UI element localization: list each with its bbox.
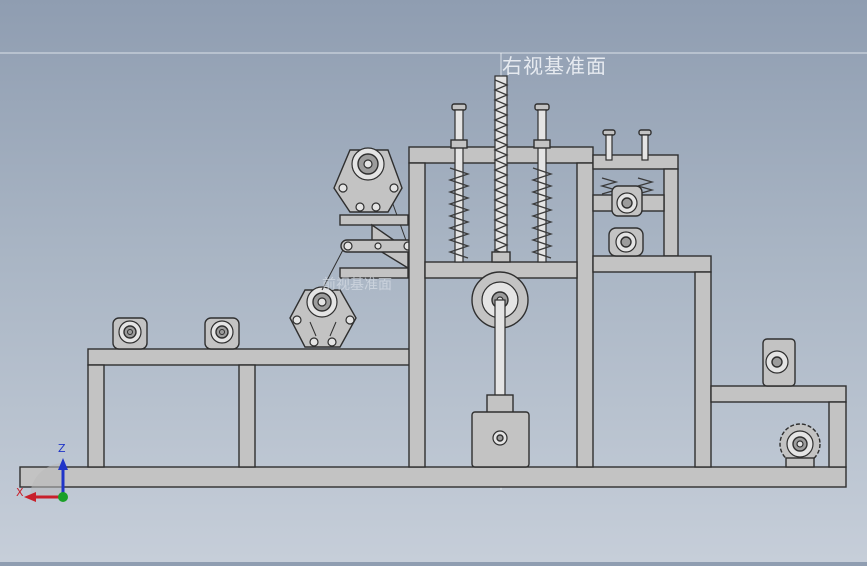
guide-roller-left-2[interactable] [204, 317, 240, 350]
output-frame[interactable] [710, 385, 847, 468]
right-pressing-roller[interactable] [611, 185, 643, 217]
axis-triad[interactable] [24, 458, 68, 502]
right-guide-pins[interactable] [599, 129, 655, 195]
link-arm[interactable] [321, 181, 416, 291]
right-frame[interactable] [592, 154, 712, 468]
guide-post-left[interactable] [447, 103, 471, 263]
output-roller[interactable] [762, 338, 796, 387]
output-gear[interactable] [779, 423, 821, 468]
right-support-roller[interactable] [608, 227, 644, 257]
guide-roller-left-1[interactable] [112, 317, 148, 350]
right-plane-label: 右视基准面 [502, 54, 607, 78]
front-plane-label: 前视基准面 [322, 277, 392, 293]
triad-x-label: X [16, 486, 24, 499]
drive-motor[interactable] [471, 394, 530, 468]
left-frame[interactable] [87, 348, 411, 468]
upper-swing-roller[interactable] [333, 147, 403, 213]
lead-screw[interactable] [491, 75, 511, 263]
base-plate[interactable] [19, 466, 847, 488]
lower-swing-roller[interactable] [289, 286, 357, 348]
triad-z-label: Z [58, 442, 66, 455]
guide-post-right[interactable] [530, 103, 554, 263]
